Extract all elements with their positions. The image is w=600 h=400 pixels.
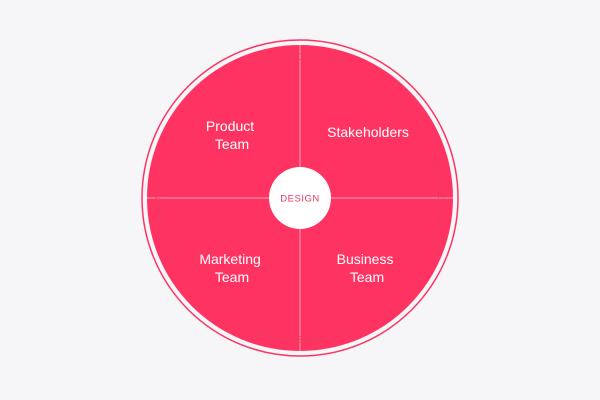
quadrant-bottom-right-line-1: Business [337,251,394,267]
quadrant-bottom-right-label: Business Team [337,251,398,285]
center-circle [269,167,331,229]
quadrant-bottom-left-label: Marketing Team [199,251,264,285]
ring-label-left: EMPATHY [154,171,167,225]
quadrant-top-right-label: Stakeholders [327,124,409,140]
quadrant-top-left-line-2: Team [215,136,249,152]
outer-ring [141,39,459,357]
quadrant-top-left-line-1: Product [206,118,254,134]
center-label: DESIGN [280,194,319,205]
quadrant-top-right-line-1: Stakeholders [327,124,409,140]
quadrant-bottom-left-line-1: Marketing [199,251,260,267]
ring-label-left-path: EMPATHY [154,171,166,225]
quadrant-bottom-left-line-2: Team [215,269,249,285]
quadrant-top-left-label: Product Team [206,118,258,152]
quadrant-bottom-right-line-2: Team [350,269,384,285]
